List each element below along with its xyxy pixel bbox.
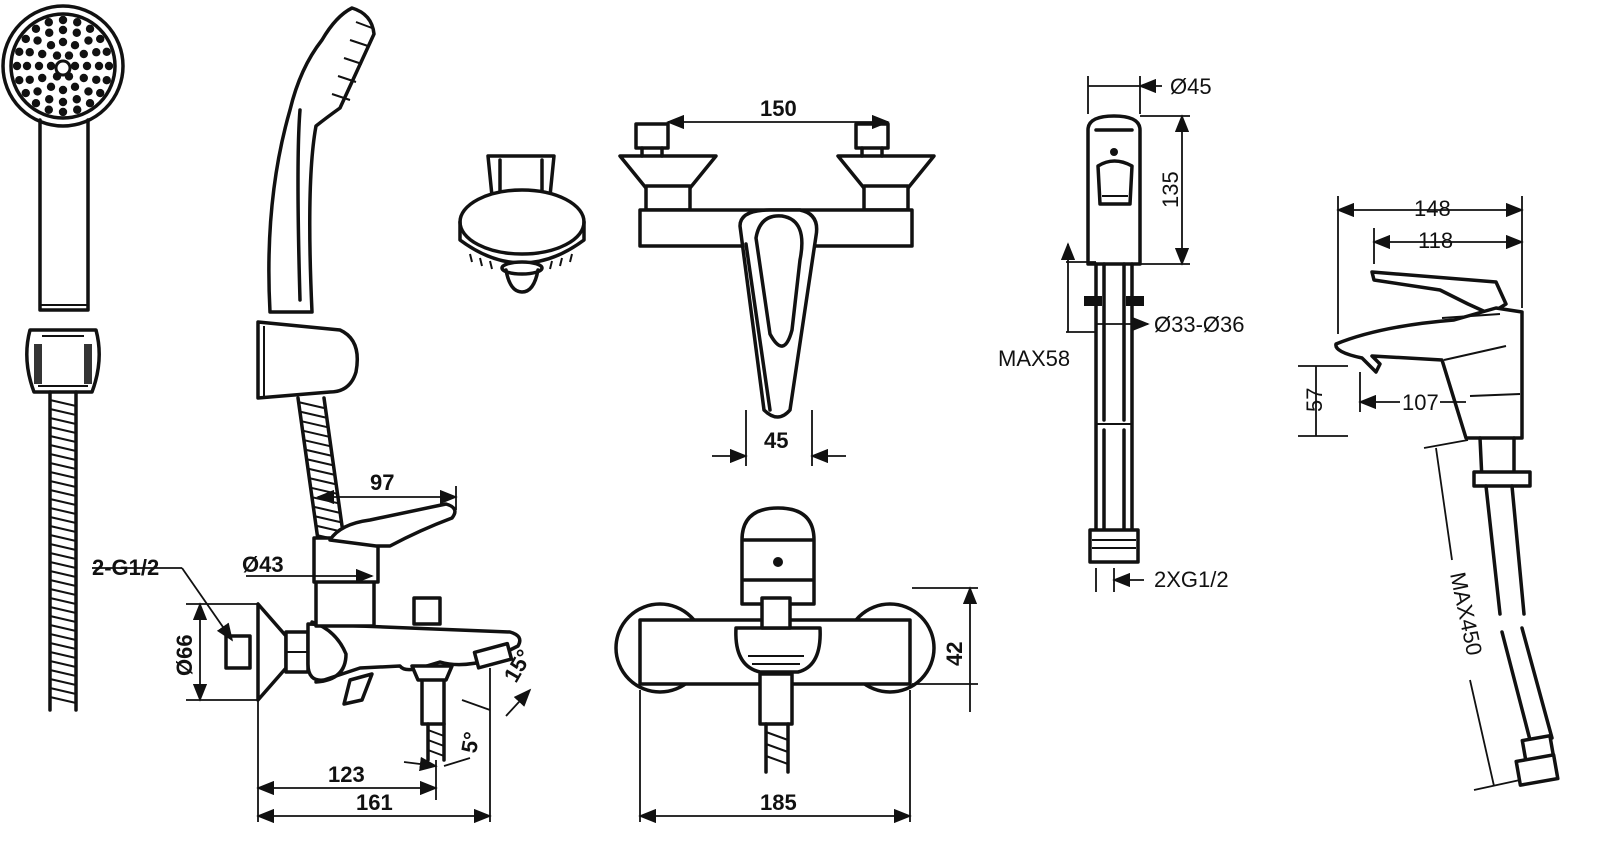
hose-front-hatch [49,399,77,704]
hand-shower-front-view [1,4,125,712]
dim-basin-total-depth: 148 [1414,196,1451,221]
dim-basin-top-dia: Ø45 [1170,74,1212,99]
dim-body-height: 42 [942,642,967,666]
dim-flange-dia: Ø66 [172,634,197,676]
side-view-dimensions: 97 Ø43 2-G1/2 Ø66 123 161 15° 5° [92,470,537,824]
hand-shower-side-view [256,6,376,543]
bath-mixer-front-view: 42 185 [614,506,978,824]
bath-mixer-side-view [224,502,522,762]
dim-total-depth: 161 [356,790,393,815]
dim-diverter-angle: 5° [456,730,484,755]
hose-side-hatch [297,401,344,543]
dim-basin-body-height: 135 [1158,171,1183,208]
dim-spout-distance: 123 [328,762,365,787]
dim-spout-height: 57 [1302,388,1327,412]
wall-flange-detail [458,154,586,294]
dim-spout-width: 45 [764,428,788,453]
shower-nozzle-grid [12,15,114,117]
dim-basin-body-depth: 118 [1418,228,1453,253]
dim-hose-thread: 2XG1/2 [1154,567,1229,592]
dim-hose-length: MAX450 [1445,570,1487,658]
dim-handle-reach: 97 [370,470,394,495]
bath-mixer-top-view: 150 45 [618,96,936,466]
dim-max-thickness: MAX58 [998,346,1070,371]
dim-total-width: 185 [760,790,797,815]
dim-hole-dia: Ø33-Ø36 [1154,312,1245,337]
dim-shower-mixer-width: 150 [760,96,797,121]
dim-handle-dia: Ø43 [242,552,284,577]
basin-mixer-side-view: 148 118 57 107 MAX450 [1298,196,1560,791]
dim-spout-reach: 107 [1402,390,1439,415]
basin-mixer-front-view: Ø45 135 MAX58 Ø33-Ø36 2XG1/2 [998,74,1245,592]
